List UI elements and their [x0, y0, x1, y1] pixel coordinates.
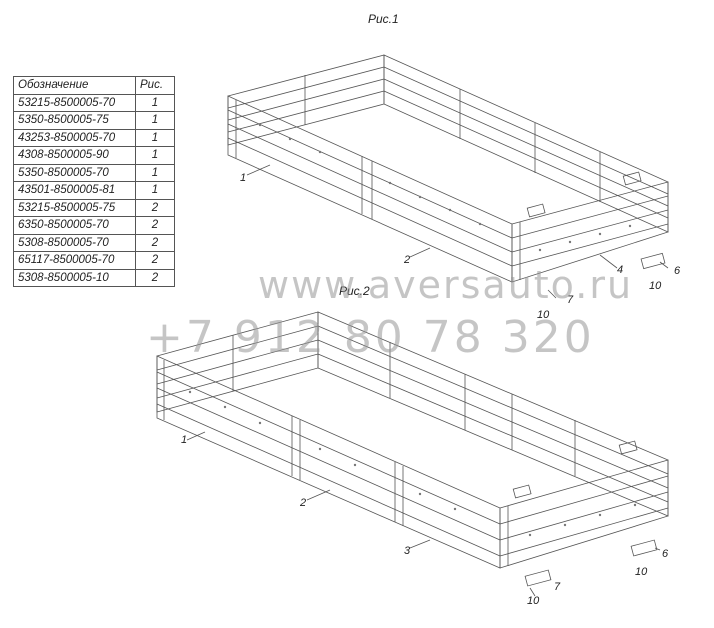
- callout-label: 7: [567, 294, 574, 306]
- figure-header: Рис.: [135, 76, 175, 95]
- callout-label: 4: [617, 264, 624, 276]
- callout-label: 10: [649, 280, 662, 292]
- callout-label: 10: [537, 309, 550, 321]
- designation-cell: 5308-8500005-10: [13, 268, 136, 287]
- figure-1-title: Рис.1: [368, 12, 399, 26]
- callout-label: 6: [674, 265, 681, 277]
- designation-cell: 53215-8500005-75: [13, 198, 136, 217]
- designation-cell: 5350-8500005-70: [13, 163, 136, 182]
- callout-label: 6: [662, 548, 669, 560]
- callout-label: 2: [300, 497, 307, 509]
- figure-cell: 2: [135, 216, 175, 235]
- callout-label: 10: [635, 566, 648, 578]
- figure-cell: 2: [135, 268, 175, 287]
- designation-cell: 4308-8500005-90: [13, 146, 136, 165]
- callout-label: 2: [404, 254, 411, 266]
- figure-cell: 1: [135, 128, 175, 147]
- designation-cell: 65117-8500005-70: [13, 251, 136, 270]
- callout-label: 1: [240, 172, 247, 184]
- figure-1-drawing: [227, 54, 669, 299]
- callout-label: 3: [404, 545, 411, 557]
- callout-label: 10: [527, 595, 540, 607]
- callout-label: 1: [181, 434, 188, 446]
- callout-label: 7: [554, 581, 561, 593]
- designation-cell: 5308-8500005-70: [13, 233, 136, 252]
- parts-table-header: Обозначение Рис.: [13, 76, 175, 95]
- figure-2-title: Рис.2: [339, 284, 370, 298]
- designation-cell: 6350-8500005-70: [13, 216, 136, 235]
- figure-2-drawing: [156, 311, 669, 597]
